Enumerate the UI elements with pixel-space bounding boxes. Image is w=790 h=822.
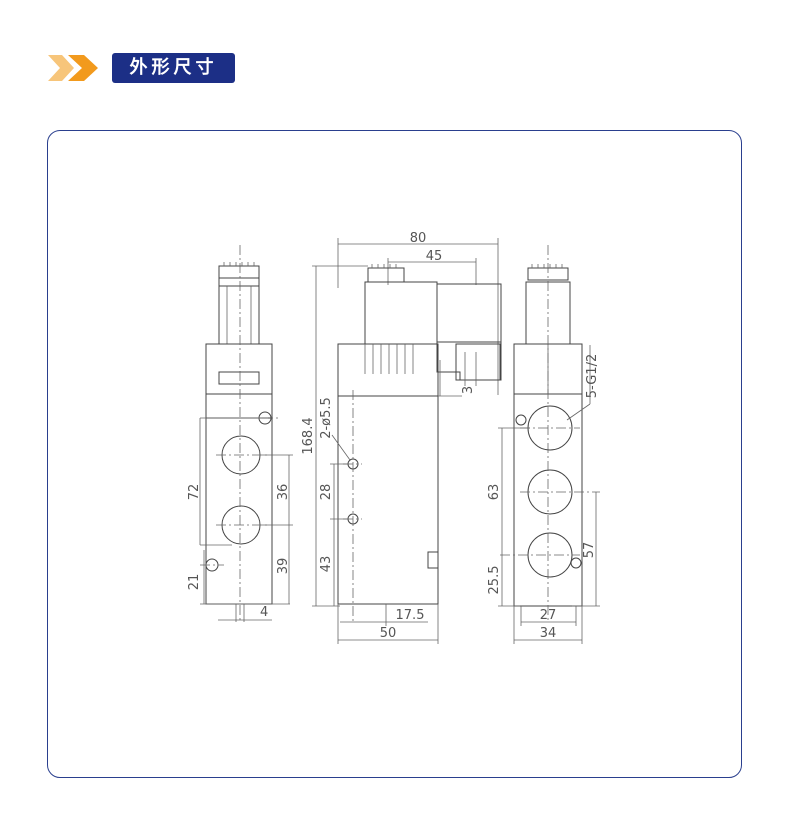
dim-36: 36 (276, 484, 291, 501)
drawing-frame (47, 130, 742, 778)
dim-4: 4 (260, 605, 268, 620)
dim-39: 39 (276, 558, 291, 575)
dim-72: 72 (187, 484, 202, 501)
dim-50: 50 (380, 626, 397, 641)
dim-thread: 5-G1/2 (585, 354, 600, 398)
dim-45: 45 (426, 249, 443, 264)
section-header: 外形尺寸 (46, 50, 346, 86)
dim-80: 80 (410, 231, 427, 246)
left-view (199, 245, 293, 622)
dim-43: 43 (319, 556, 334, 573)
dim-21: 21 (187, 574, 202, 591)
dim-168-4: 168.4 (301, 417, 316, 454)
dim-17-5: 17.5 (396, 608, 425, 623)
side-view (498, 245, 600, 644)
dim-3: 3 (461, 386, 476, 394)
double-chevron-icon (48, 55, 98, 81)
dim-34: 34 (540, 626, 557, 641)
section-title: 外形尺寸 (112, 53, 235, 83)
dim-63: 63 (487, 484, 502, 501)
dim-25-5: 25.5 (487, 566, 502, 595)
dim-28: 28 (319, 484, 334, 501)
dim-27: 27 (540, 608, 557, 623)
dim-holes: 2-ø5.5 (319, 397, 334, 439)
dim-57: 57 (582, 542, 597, 559)
front-view (312, 238, 502, 644)
